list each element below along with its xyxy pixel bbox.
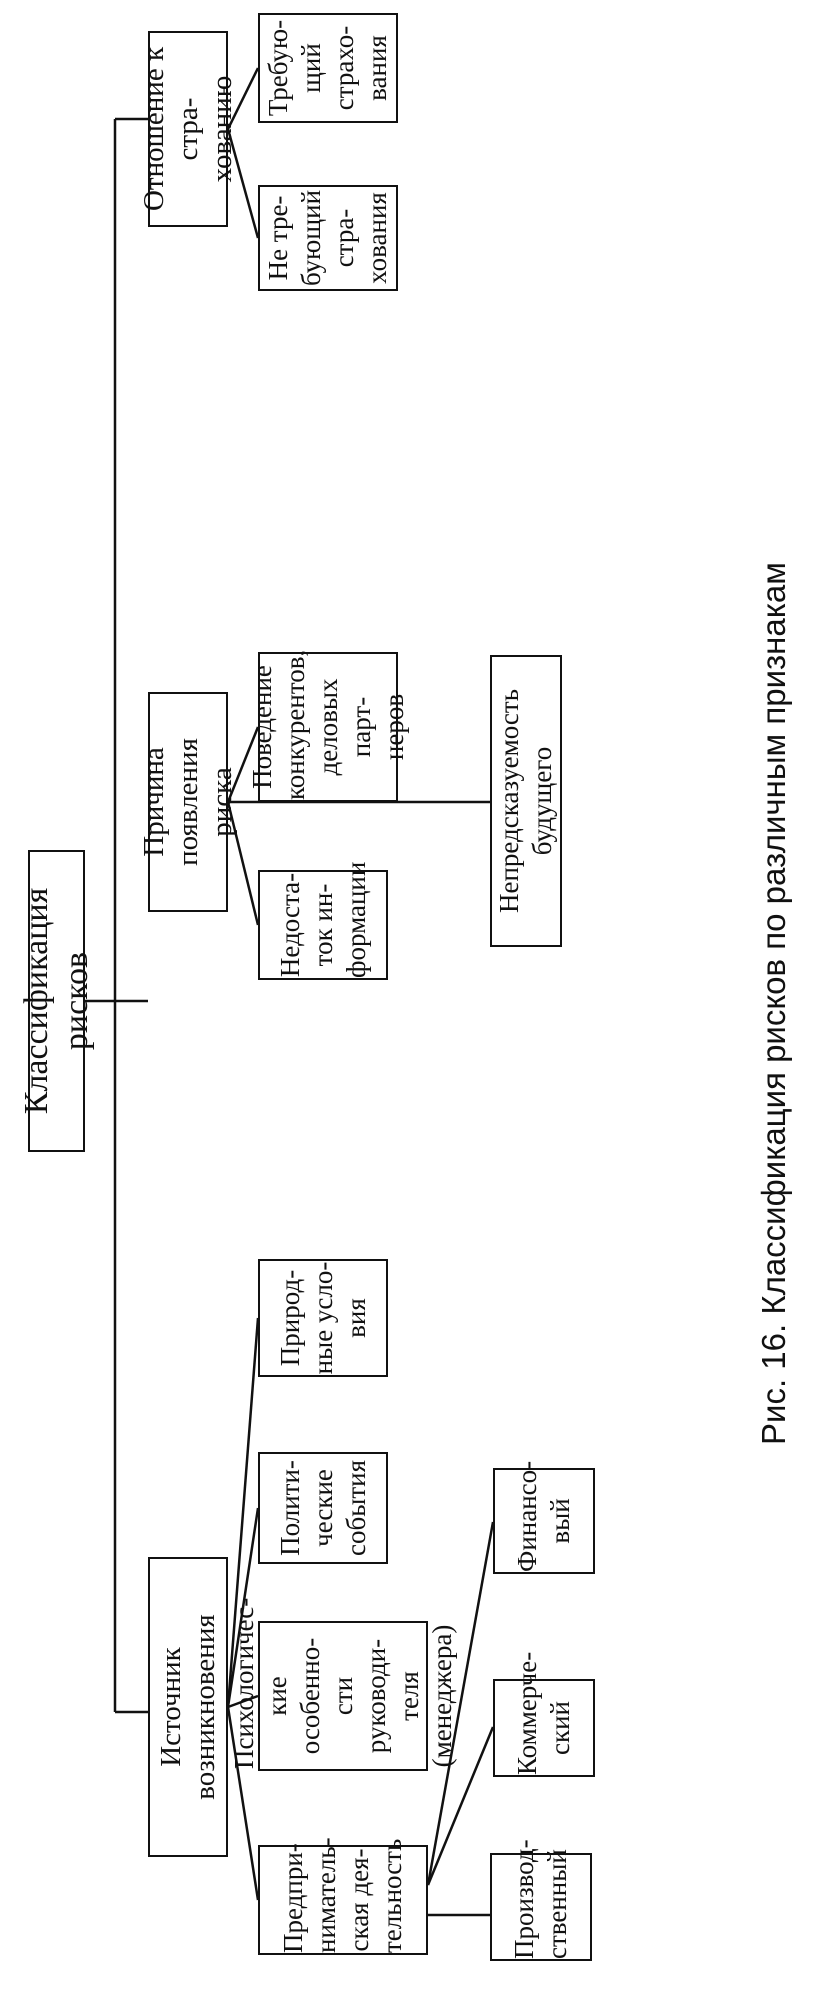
node-natural-label: Природ- ные усло- вия <box>274 1261 371 1375</box>
node-entrepreneurial: Предпри- ниматель- ская дея- тельность <box>258 1837 428 1955</box>
node-commercial: Коммерче- ский <box>493 1651 595 1777</box>
node-not-requiring-insurance-label: Не тре- бующий стра- хования <box>263 189 392 287</box>
connector-source-to-political <box>226 1507 260 1708</box>
connector-cause-to-competitors <box>226 726 260 803</box>
category-cause-label: Причина появления риска <box>138 738 238 866</box>
category-insurance: Отношение к стра- хованию <box>138 31 238 227</box>
node-not-requiring-insurance: Не тре- бующий стра- хования <box>258 185 398 291</box>
node-production: Производ- ственный <box>490 1839 592 1961</box>
node-unpredictable: Непредсказуемость будущего <box>490 655 562 947</box>
node-lack-of-info: Недоста- ток ин- формации <box>258 861 388 980</box>
node-requiring-insurance: Требую- щий страхо- вания <box>258 13 398 123</box>
connector-insurance-to-required <box>226 67 260 130</box>
node-psychological: Психологичес- кие особенно- сти руководи… <box>229 1598 457 1771</box>
node-political: Полити- ческие события <box>258 1452 388 1564</box>
node-natural: Природ- ные усло- вия <box>258 1259 388 1377</box>
node-requiring-insurance-label: Требую- щий страхо- вания <box>263 19 392 117</box>
connector-insurance-to-not-required <box>226 128 260 239</box>
connector-entrepreneurial-to-financial <box>426 1521 495 1886</box>
root-node-label: Классификация рисков <box>17 887 95 1115</box>
connector-source-to-natural <box>226 1317 260 1708</box>
category-source: Источник возникновения <box>148 1557 228 1857</box>
connector-entrepreneurial-to-commercial <box>426 1726 495 1886</box>
category-insurance-label: Отношение к стра- хованию <box>138 46 238 212</box>
node-entrepreneurial-label: Предпри- ниматель- ская дея- тельность <box>278 1837 407 1953</box>
category-source-label: Источник возникновения <box>155 1614 221 1800</box>
category-cause: Причина появления риска <box>138 692 238 912</box>
node-competitors: Поведение конкурентов, деловых парт- нер… <box>247 650 409 802</box>
node-lack-of-info-label: Недоста- ток ин- формации <box>274 861 371 978</box>
node-financial-label: Финансо- вый <box>512 1460 575 1572</box>
node-political-label: Полити- ческие события <box>274 1459 371 1557</box>
connector-source-to-entrepreneurial <box>226 1706 260 1901</box>
node-production-label: Производ- ственный <box>509 1839 572 1959</box>
connector-source-to-psychological <box>227 1694 259 1709</box>
node-financial: Финансо- вый <box>493 1460 595 1574</box>
connector-cause-to-info <box>226 801 260 926</box>
node-psychological-label: Психологичес- кие особенно- сти руководи… <box>228 1597 457 1769</box>
root-node: Классификация рисков <box>18 850 95 1152</box>
node-competitors-label: Поведение конкурентов, деловых парт- нер… <box>246 649 409 800</box>
node-commercial-label: Коммерче- ский <box>512 1651 575 1775</box>
node-unpredictable-label: Непредсказуемость будущего <box>494 688 557 914</box>
figure-caption: Рис. 16. Классификация рисков по различн… <box>755 562 792 1445</box>
